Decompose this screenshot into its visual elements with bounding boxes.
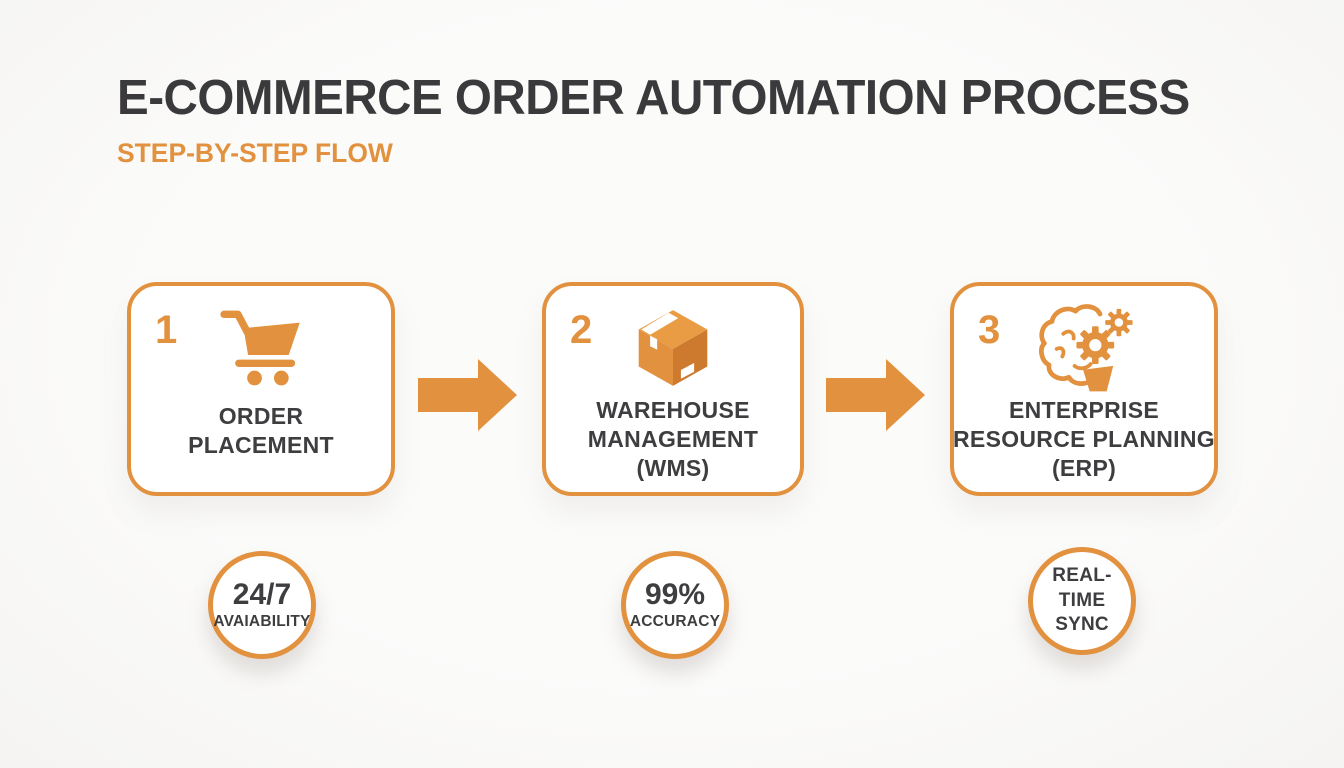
step-label: WAREHOUSE MANAGEMENT (WMS) [532,396,814,483]
page-title: E-COMMERCE ORDER AUTOMATION PROCESS [117,71,1190,125]
metric-label: ACCURACY [629,613,721,631]
metric-label: AVAIABILITY [213,613,311,631]
brain-gears-icon [954,300,1214,396]
step-label-line: (WMS) [636,454,710,481]
metric-badge-realtime-sync: REAL-TIME SYNC [1028,547,1136,655]
metric-value: 99% [644,577,706,611]
step-number: 2 [570,308,593,352]
metric-badge-availability: 24/7 AVAIABILITY [208,551,316,659]
step-label-line: (ERP) [1051,454,1117,481]
page-subtitle: STEP-BY-STEP FLOW [117,138,393,168]
step-number: 3 [978,308,1001,352]
metric-value: 24/7 [232,577,292,611]
step-label: ORDER PLACEMENT [117,402,405,460]
step-label-line: ENTERPRISE [1009,397,1159,423]
metric-label: SYNC [1055,614,1109,636]
step-card-enterprise-resource-planning: 3 [950,282,1218,496]
metric-value: REAL-TIME [1052,564,1112,611]
step-label-line: ORDER [218,403,304,429]
step-card-warehouse-management: 2 WAREHOUSE MANAGEMENT (WMS) [542,282,804,496]
metric-badge-accuracy: 99% ACCURACY [621,551,729,659]
step-label: ENTERPRISE RESOURCE PLANNING (ERP) [940,396,1228,483]
step-label-line: WAREHOUSE [596,397,750,423]
step-label-line: PLACEMENT [188,431,334,458]
arrow-right-icon [826,356,926,434]
package-box-icon [546,300,800,396]
step-card-order-placement: 1 ORDER PLACEMENT [127,282,395,496]
step-label-line: MANAGEMENT [587,425,759,452]
shopping-cart-icon [131,300,391,396]
arrow-right-icon [418,356,518,434]
step-label-line: RESOURCE PLANNING [953,425,1215,452]
step-number: 1 [155,308,178,352]
